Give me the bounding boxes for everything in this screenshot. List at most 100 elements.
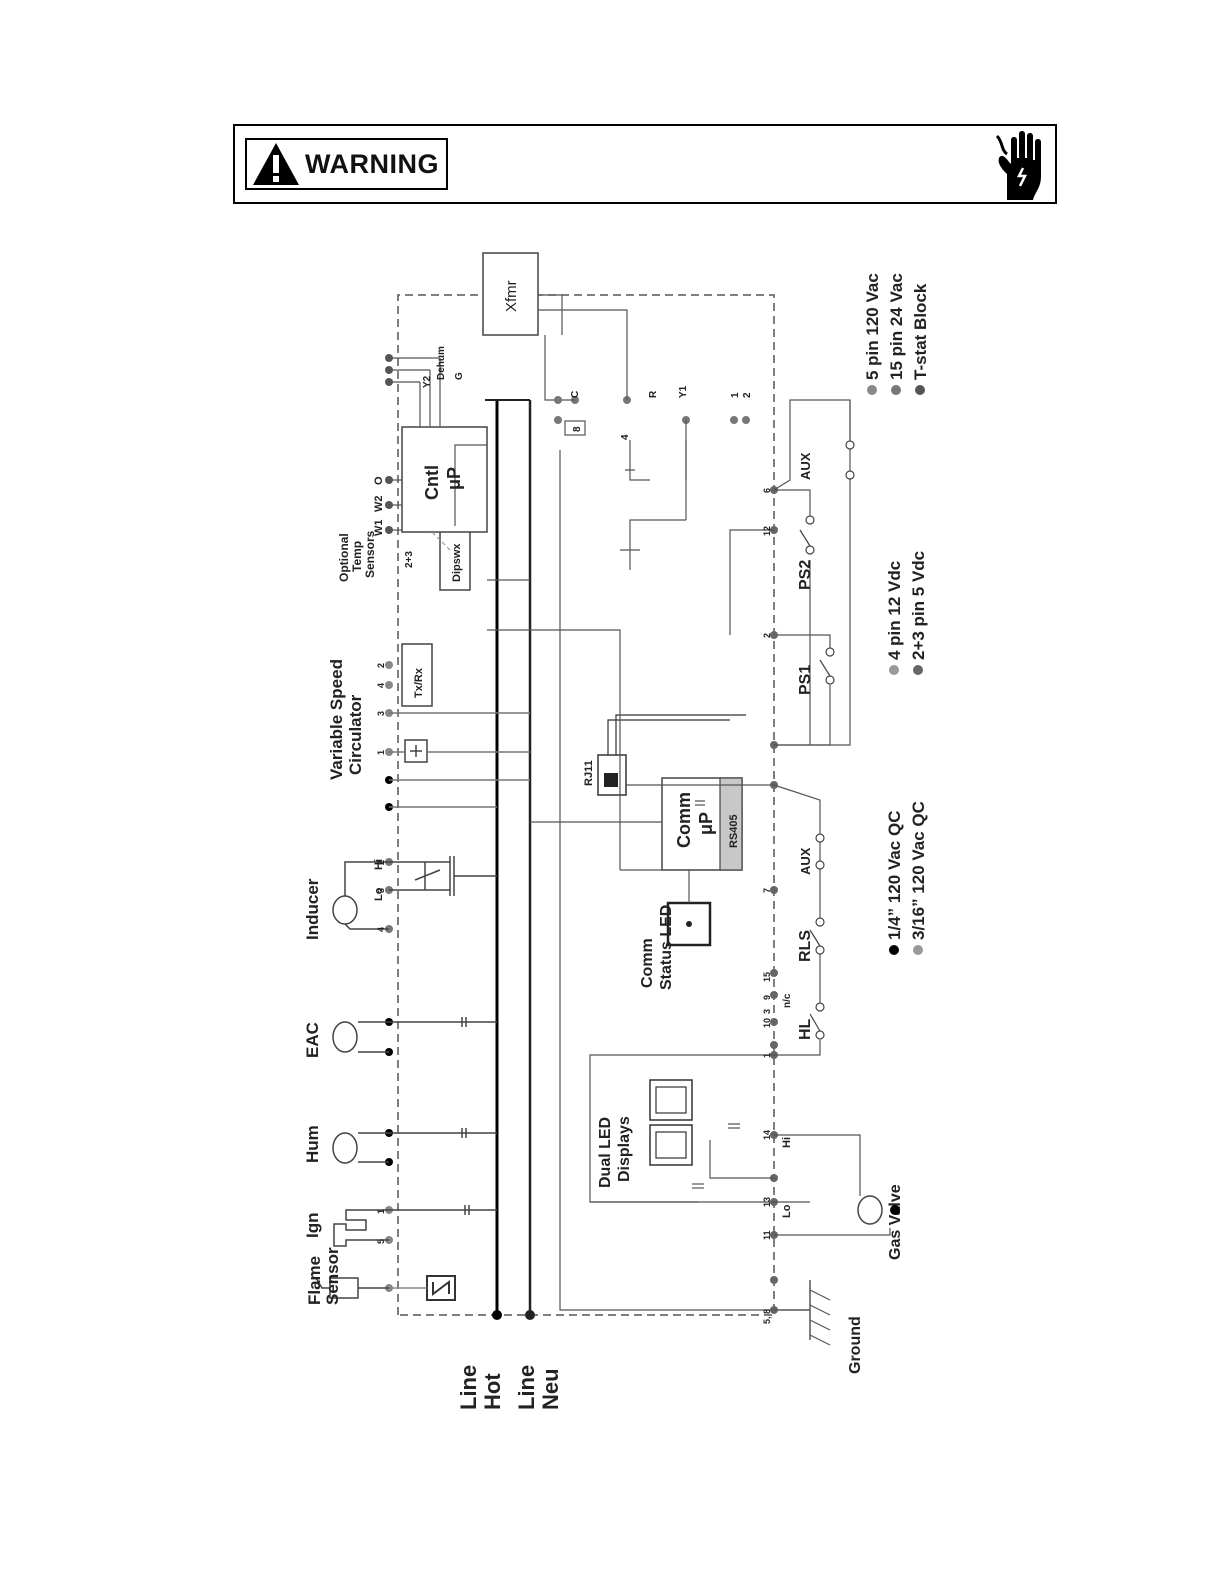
legend-five-pin: 5 pin 120 Vac	[863, 273, 882, 380]
legend-three-sixteenth: 3/16” 120 Vac QC	[909, 801, 928, 940]
ground-label: Ground	[847, 1316, 864, 1374]
limit-switch-chain	[625, 784, 825, 1056]
legend-dot-fifteen-pin	[891, 385, 901, 395]
ps1-label: PS1	[797, 665, 814, 695]
txrx-label: Tx/Rx	[413, 667, 425, 698]
gas-valve	[589, 1054, 891, 1236]
legend-dot-four-pin	[889, 665, 899, 675]
gas-hi-label: Hi	[781, 1137, 793, 1148]
inducer	[332, 856, 497, 933]
pin-2: 2	[762, 633, 772, 638]
legend-panel: 1/4” 120 Vac QC 3/16” 120 Vac QC 4 pin 1…	[863, 273, 930, 955]
pressure-switches	[729, 399, 855, 746]
ign-label: Ign	[303, 1213, 322, 1239]
warning-badge: WARNING	[245, 138, 448, 190]
legend	[890, 1205, 900, 1215]
control-board-outline	[397, 294, 775, 1316]
legend-four-pin: 4 pin 12 Vdc	[885, 561, 904, 660]
igniter	[333, 1205, 497, 1247]
pin-11: 11	[762, 1230, 772, 1240]
ind-pin-3: 3	[376, 888, 386, 893]
pin-5-8: 5, 8	[762, 1309, 772, 1324]
line-neu-label: LineNeu	[514, 1365, 563, 1410]
tstat-w1: W1	[373, 520, 385, 537]
vsc-pin-4: 4	[376, 683, 386, 688]
comm-pin-2: 2	[742, 392, 753, 398]
warning-triangle-icon	[253, 143, 299, 185]
hum-label: Hum	[303, 1125, 322, 1163]
inducer-lo-label: Lo	[373, 887, 385, 901]
vsc-pin-2: 2	[376, 663, 386, 668]
labels: FlameSensor LineHot LineNeu Ign Hum EAC …	[303, 280, 904, 1410]
legend-dot-quarter	[889, 945, 899, 955]
rj11-label: RJ11	[583, 760, 595, 786]
flame-sensor	[315, 1275, 456, 1301]
eac-label: EAC	[303, 1022, 322, 1058]
tstat-o: O	[373, 476, 385, 485]
humidifier	[332, 1128, 497, 1166]
ign-pin-1: 1	[376, 1209, 386, 1214]
ign-pin-5: 5	[376, 1239, 386, 1244]
comm-pin-1: 1	[730, 392, 741, 398]
warning-label: WARNING	[305, 148, 439, 179]
ground-symbol	[559, 450, 831, 1346]
pin-3: 3	[762, 1009, 772, 1014]
tstat-dehum: Dehum	[436, 346, 447, 380]
transformer	[482, 252, 539, 336]
tstat-y1: Y1	[678, 385, 689, 398]
pin-8-label: 8	[572, 426, 583, 432]
flame-sensor-label: FlameSensor	[305, 1247, 342, 1305]
gas-lo-label: Lo	[781, 1204, 793, 1218]
tstat-c: C	[570, 391, 581, 398]
ps2-label: PS2	[797, 560, 814, 590]
legend-fifteen-pin: 15 pin 24 Vac	[887, 273, 906, 380]
gas-valve-label: Gas Valve	[887, 1184, 904, 1260]
rls-label: RLS	[797, 930, 814, 962]
variable-speed-circulator	[385, 643, 530, 763]
pin-14: 14	[762, 1130, 772, 1140]
inducer-hi-label: Hi	[373, 859, 385, 870]
rs405-label: RS405	[728, 814, 740, 848]
pin-15: 15	[762, 972, 772, 982]
vsc-pin-1: 1	[376, 750, 386, 755]
xfmr-label: Xfmr	[503, 280, 520, 312]
pin-13: 13	[762, 1197, 772, 1207]
rs405-module	[719, 777, 743, 871]
warning-banner: WARNING	[233, 124, 1057, 204]
hl-label: HL	[797, 1018, 814, 1040]
tstat-y2: Y2	[422, 375, 433, 388]
tstat-w2: W2	[373, 496, 385, 513]
legend-quarter-inch: 1/4” 120 Vac QC	[885, 811, 904, 940]
pin-4-label: 4	[620, 434, 631, 440]
nc-label: n/c	[782, 993, 793, 1008]
tstat-g: G	[454, 372, 465, 380]
pin-1: 1	[762, 1053, 772, 1058]
pin-10: 10	[762, 1018, 772, 1028]
legend-tstat-block: T-stat Block	[911, 283, 930, 380]
legend-two-three-pin: 2+3 pin 5 Vdc	[909, 551, 928, 660]
aux-limit-label: AUX	[798, 847, 813, 875]
legend-dot-tstat	[915, 385, 925, 395]
dual-led-displays	[649, 1079, 693, 1166]
legend-dot-two-three	[913, 665, 923, 675]
pin-6: 6	[762, 488, 772, 493]
two-plus-three-label: 2+3	[404, 551, 415, 568]
legend-dot-five-pin	[867, 385, 877, 395]
optional-temp-label: OptionalTempSensors	[337, 530, 377, 582]
aux-pressure-label: AUX	[798, 452, 813, 480]
legend-dot-three-sixteenth	[913, 945, 923, 955]
pin-9: 9	[762, 995, 772, 1000]
electric-shock-hand-icon	[995, 131, 1041, 200]
ind-pin-2: 2	[376, 860, 386, 865]
pin-12: 12	[762, 526, 772, 536]
electronic-air-cleaner	[332, 1017, 497, 1056]
inducer-label: Inducer	[303, 878, 322, 940]
vsc-label: Variable SpeedCirculator	[327, 659, 365, 780]
tstat-r: R	[648, 390, 659, 398]
vsc-pin-3: 3	[376, 711, 386, 716]
pin-7: 7	[762, 888, 772, 893]
wiring-diagram: FlameSensor LineHot LineNeu Ign Hum EAC …	[290, 250, 950, 1410]
